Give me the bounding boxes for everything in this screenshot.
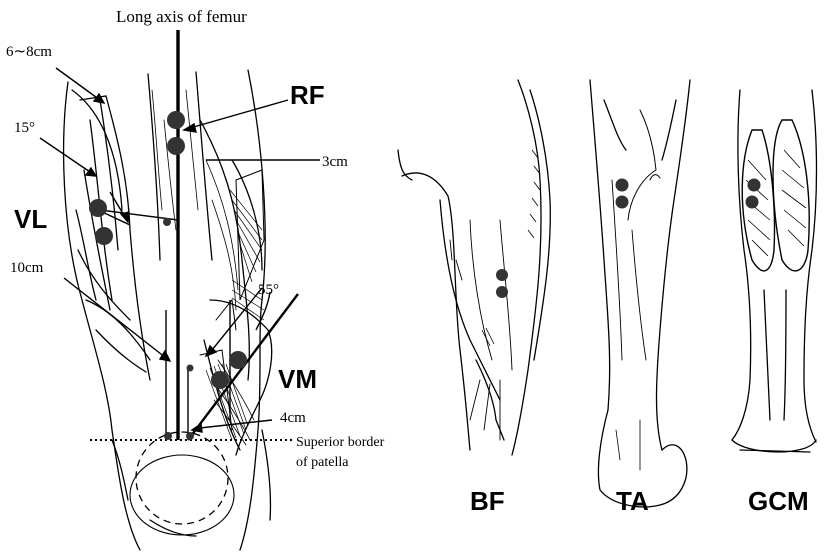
vm-electrode-lower <box>211 371 229 389</box>
rf-electrode-lower <box>167 137 185 155</box>
vm-electrode-upper <box>229 351 247 369</box>
patella-marker-right <box>186 432 194 440</box>
label-rf: RF <box>290 80 325 110</box>
label-superior-border: Superior border <box>296 435 385 450</box>
patella-outline <box>136 432 228 524</box>
thigh-illustration <box>64 70 272 550</box>
label-ta: TA <box>616 486 649 516</box>
label-6-8cm: 6∼8cm <box>6 44 52 60</box>
ta-electrodes <box>616 179 629 209</box>
label-bf: BF <box>470 486 505 516</box>
thigh-shading <box>206 190 264 440</box>
gcm-electrodes <box>746 179 761 209</box>
rf-electrode-upper <box>167 111 185 129</box>
label-vm: VM <box>278 364 317 394</box>
label-of-patella: of patella <box>296 455 349 470</box>
vl-electrode-upper <box>89 199 107 217</box>
axis-marker-lower <box>187 365 194 372</box>
label-vl: VL <box>14 204 47 234</box>
femur-axis-label: Long axis of femur <box>116 7 247 26</box>
axis-marker-upper <box>163 218 171 226</box>
patella-marker-left <box>164 432 172 440</box>
bf-electrodes <box>496 269 508 298</box>
label-55deg: 55° <box>258 282 279 298</box>
label-10cm: 10cm <box>10 260 44 276</box>
ta-leg-illustration <box>590 80 690 507</box>
vl-electrode-lower <box>95 227 113 245</box>
gcm-leg-illustration <box>732 90 817 452</box>
bf-leg-illustration <box>398 80 550 455</box>
bf-shading <box>482 150 540 346</box>
label-3cm: 3cm <box>322 154 348 170</box>
label-15deg: 15° <box>14 120 35 136</box>
label-gcm: GCM <box>748 486 809 516</box>
label-4cm: 4cm <box>280 410 306 426</box>
